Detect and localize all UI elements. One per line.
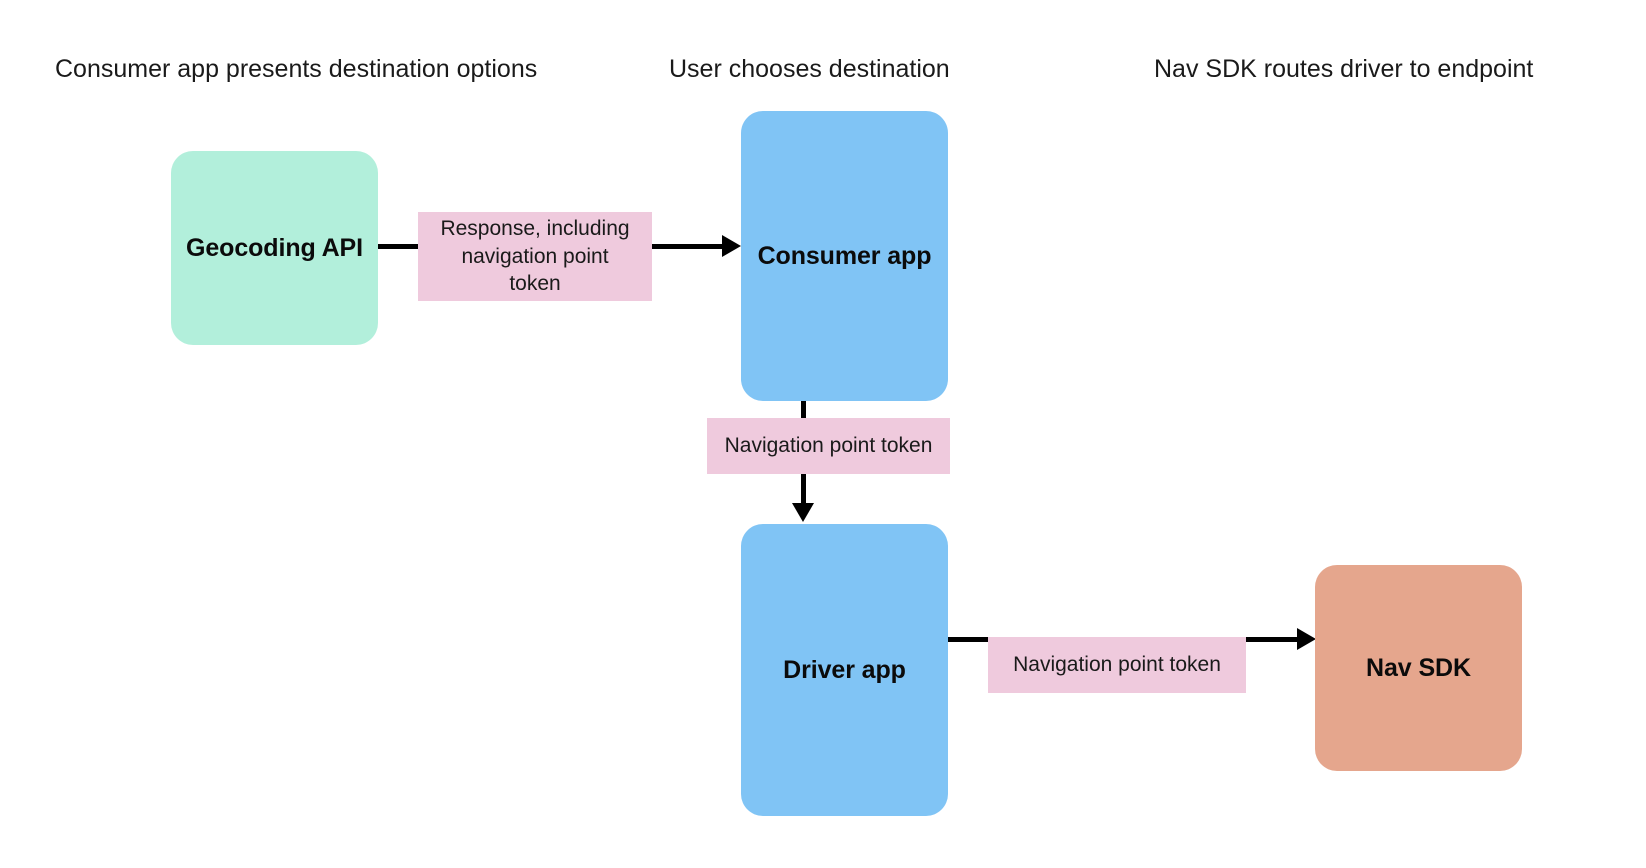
edge-label-driver-to-nav-sdk: Navigation point token <box>988 637 1246 693</box>
column-heading-consumer-options: Consumer app presents destination option… <box>55 55 538 83</box>
arrowhead-right-icon <box>1297 628 1316 650</box>
column-heading-user-chooses: User chooses destination <box>669 55 950 83</box>
connector-geocoding-to-label <box>372 244 422 249</box>
node-consumer-app[interactable]: Consumer app <box>741 111 948 401</box>
node-label-geocoding-api: Geocoding API <box>186 233 363 262</box>
edge-label-text-navigation-point-token: Navigation point token <box>1013 653 1221 677</box>
node-label-consumer-app: Consumer app <box>757 241 932 270</box>
node-geocoding-api[interactable]: Geocoding API <box>171 151 378 345</box>
node-nav-sdk[interactable]: Nav SDK <box>1315 565 1522 771</box>
connector-consumer-app-to-label <box>801 397 806 423</box>
connector-label-to-driver-app <box>801 470 806 508</box>
connector-label-to-consumer-app <box>648 244 726 249</box>
node-label-driver-app: Driver app <box>783 655 906 684</box>
edge-label-geocoding-to-consumer: Response, including navigation point tok… <box>418 212 652 301</box>
edge-label-text-response-including-navigation-point-token: Response, including navigation point tok… <box>440 216 630 296</box>
edge-label-consumer-to-driver: Navigation point token <box>707 418 950 474</box>
arrowhead-right-icon <box>722 235 741 257</box>
connector-label-to-nav-sdk <box>1243 637 1301 642</box>
column-heading-navsdk-routes: Nav SDK routes driver to endpoint <box>1154 55 1534 83</box>
edge-label-text-navigation-point-token: Navigation point token <box>724 434 933 458</box>
node-label-nav-sdk: Nav SDK <box>1366 653 1471 682</box>
node-driver-app[interactable]: Driver app <box>741 524 948 816</box>
arrowhead-down-icon <box>792 503 814 522</box>
connector-driver-app-to-label <box>944 637 992 642</box>
